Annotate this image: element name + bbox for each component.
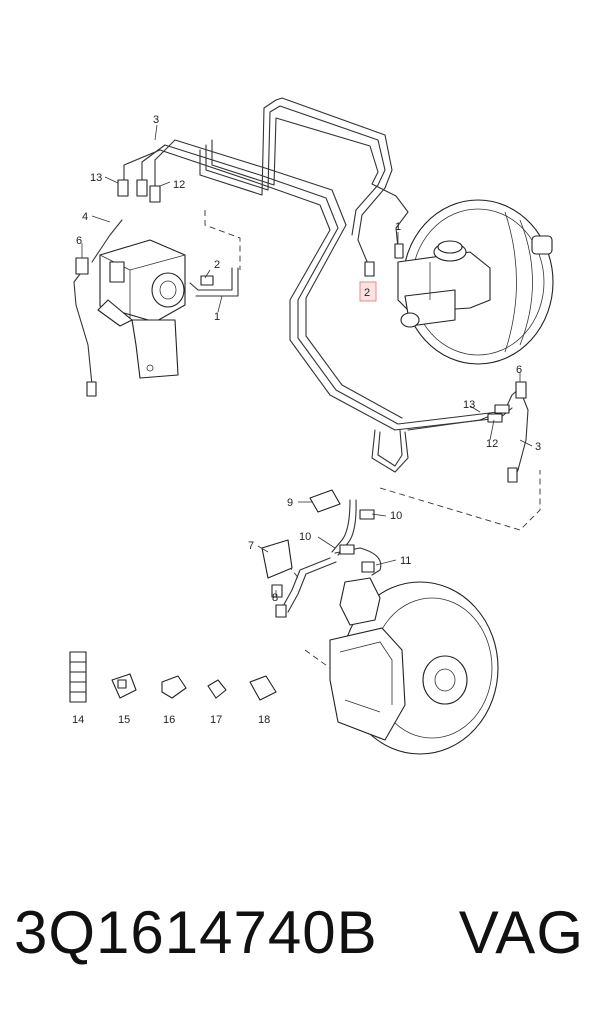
callout-14: 14 (72, 714, 84, 726)
brake-line-diagram: 3 13 12 4 6 2 1 1 2 6 13 12 3 9 10 10 7 … (69, 97, 554, 755)
footer: 3Q1614740B VAG (0, 888, 600, 978)
brand-label: VAG (458, 899, 584, 966)
callout-4: 4 (82, 211, 88, 223)
callout-17: 17 (210, 714, 222, 726)
part-number: 3Q1614740B (14, 899, 378, 966)
master-cylinder (397, 240, 491, 328)
callout-12: 12 (486, 438, 498, 450)
callout-1: 1 (214, 311, 220, 323)
callout-7: 7 (248, 540, 254, 552)
callout-13: 13 (463, 399, 475, 411)
callout-10: 10 (299, 531, 311, 543)
abs-unit (97, 239, 186, 379)
callout-6: 6 (76, 235, 82, 247)
callout-2-highlighted: 2 (364, 287, 370, 299)
brake-hose-assembly (261, 489, 382, 618)
callout-3: 3 (153, 114, 159, 126)
brake-line-bundle (73, 97, 529, 483)
highlight-box (359, 281, 377, 302)
callout-10: 10 (390, 510, 402, 522)
callout-8: 8 (272, 592, 278, 604)
callout-16: 16 (163, 714, 175, 726)
callout-1: 1 (395, 221, 401, 233)
callout-6: 6 (516, 364, 522, 376)
callout-2: 2 (214, 259, 220, 271)
pipe-fittings (75, 179, 527, 483)
callout-3: 3 (535, 441, 541, 453)
callout-12: 12 (173, 179, 185, 191)
callout-15: 15 (118, 714, 130, 726)
callout-18: 18 (258, 714, 270, 726)
callout-9: 9 (287, 497, 293, 509)
callout-13: 13 (90, 172, 102, 184)
callout-leaders (81, 124, 533, 596)
callout-11: 11 (400, 555, 411, 567)
brake-disc-caliper (329, 577, 499, 755)
clip-parts (69, 651, 277, 703)
callout-labels: 3 13 12 4 6 2 1 1 2 6 13 12 3 9 10 10 7 … (72, 114, 541, 726)
